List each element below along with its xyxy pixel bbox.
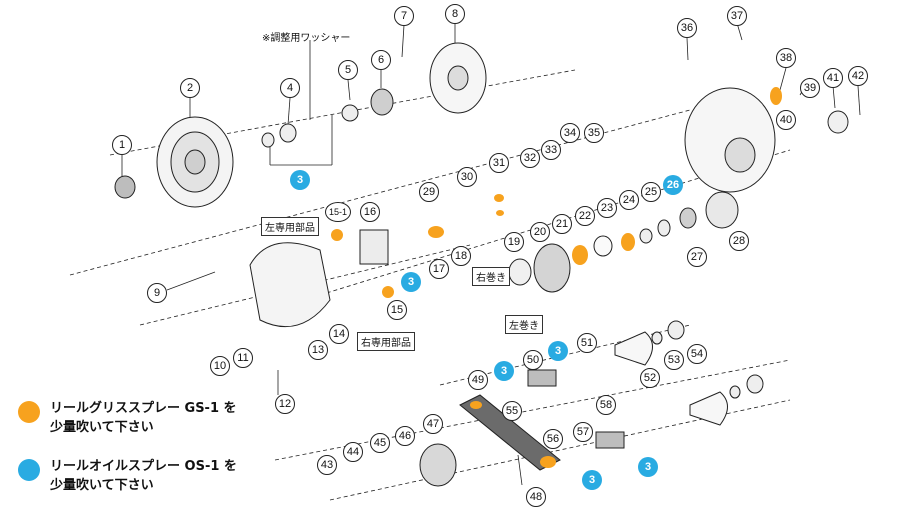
callout-6: 6 [371, 50, 391, 70]
callout-15-1: 15-1 [325, 202, 351, 222]
callout-15: 15 [387, 300, 407, 320]
callout-39: 39 [800, 78, 820, 98]
callout-52: 52 [640, 368, 660, 388]
callout-35: 35 [584, 123, 604, 143]
callout-41: 41 [823, 68, 843, 88]
callout-1: 1 [112, 135, 132, 155]
callout-8: 8 [445, 4, 465, 24]
callout-3: 3 [548, 341, 568, 361]
legend-oil-line1: リールオイルスプレー OS-1 を [50, 459, 237, 474]
callout-42: 42 [848, 66, 868, 86]
grease-dot-icon [18, 401, 40, 423]
callout-27: 27 [687, 247, 707, 267]
callout-57: 57 [573, 422, 593, 442]
legend-grease: リールグリススプレー GS-1 を 少量吹いて下さい [18, 399, 237, 437]
callout-45: 45 [370, 433, 390, 453]
callout-10: 10 [210, 356, 230, 376]
callout-3: 3 [638, 457, 658, 477]
callout-44: 44 [343, 442, 363, 462]
legend-oil-line2: 少量吹いて下さい [50, 478, 154, 493]
callout-3: 3 [582, 470, 602, 490]
callout-34: 34 [560, 123, 580, 143]
callout-3: 3 [290, 170, 310, 190]
callout-7: 7 [394, 6, 414, 26]
callout-33: 33 [541, 140, 561, 160]
callout-47: 47 [423, 414, 443, 434]
callout-20: 20 [530, 222, 550, 242]
callout-38: 38 [776, 48, 796, 68]
callout-5: 5 [338, 60, 358, 80]
callout-3: 3 [401, 272, 421, 292]
callout-2: 2 [180, 78, 200, 98]
callout-48: 48 [526, 487, 546, 507]
callout-25: 25 [641, 182, 661, 202]
callout-29: 29 [419, 182, 439, 202]
callout-24: 24 [619, 190, 639, 210]
callout-46: 46 [395, 426, 415, 446]
callout-56: 56 [543, 429, 563, 449]
callout-50: 50 [523, 350, 543, 370]
callout-18: 18 [451, 246, 471, 266]
callout-22: 22 [575, 206, 595, 226]
callout-9: 9 [147, 283, 167, 303]
callout-17: 17 [429, 259, 449, 279]
callout-40: 40 [776, 110, 796, 130]
legend-oil: リールオイルスプレー OS-1 を 少量吹いて下さい [18, 457, 237, 495]
callout-37: 37 [727, 6, 747, 26]
callout-49: 49 [468, 370, 488, 390]
callout-43: 43 [317, 455, 337, 475]
callout-54: 54 [687, 344, 707, 364]
callout-12: 12 [275, 394, 295, 414]
callout-13: 13 [308, 340, 328, 360]
callout-55: 55 [502, 401, 522, 421]
oil-dot-icon [18, 459, 40, 481]
callout-53: 53 [664, 350, 684, 370]
legend-grease-line2: 少量吹いて下さい [50, 420, 154, 435]
callout-28: 28 [729, 231, 749, 251]
right-wind-label: 右巻き [472, 267, 510, 286]
callout-4: 4 [280, 78, 300, 98]
callout-36: 36 [677, 18, 697, 38]
legend-grease-line1: リールグリススプレー GS-1 を [50, 401, 237, 416]
callout-26: 26 [663, 175, 683, 195]
callout-16: 16 [360, 202, 380, 222]
callout-19: 19 [504, 232, 524, 252]
left-wind-label: 左巻き [505, 315, 543, 334]
callout-58: 58 [596, 395, 616, 415]
callout-51: 51 [577, 333, 597, 353]
adjust-washer-note: ※調整用ワッシャー [262, 33, 351, 44]
callout-11: 11 [233, 348, 253, 368]
callout-14: 14 [329, 324, 349, 344]
left-only-parts-label: 左専用部品 [261, 217, 319, 236]
callout-21: 21 [552, 214, 572, 234]
right-only-parts-label: 右専用部品 [357, 332, 415, 351]
callout-3: 3 [494, 361, 514, 381]
callout-23: 23 [597, 198, 617, 218]
callout-30: 30 [457, 167, 477, 187]
callout-32: 32 [520, 148, 540, 168]
callout-31: 31 [489, 153, 509, 173]
